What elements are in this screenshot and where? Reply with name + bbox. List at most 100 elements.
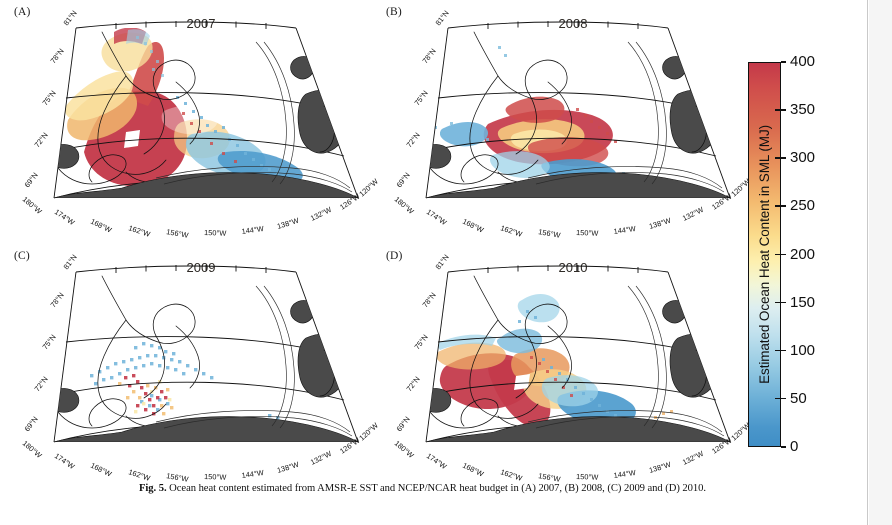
svg-text:120°W: 120°W [357,177,378,199]
panel-title: 2009 [186,260,216,275]
svg-text:75°N: 75°N [412,333,429,352]
svg-text:138°W: 138°W [648,216,672,231]
tick-mark-inner [775,157,780,159]
svg-text:75°N: 75°N [412,89,429,108]
svg-text:69°N: 69°N [22,415,39,434]
tick-mark [781,109,786,111]
panel-title: 2007 [186,16,216,31]
tick-label: 50 [790,389,807,407]
tick-mark-inner [775,205,780,207]
svg-text:168°W: 168°W [461,461,485,479]
svg-text:78°N: 78°N [48,47,65,66]
svg-text:162°W: 162°W [499,467,523,482]
panel-letter: (D) [386,250,403,262]
map-plot-2007: 81°N 78°N 75°N 72°N 69°N 180°W 174°W 168… [21,9,378,240]
svg-text:120°W: 120°W [357,421,378,443]
heat-content-field [90,342,280,420]
svg-text:150°W: 150°W [576,472,599,482]
svg-text:78°N: 78°N [420,47,437,66]
svg-text:138°W: 138°W [276,216,300,231]
svg-text:72°N: 72°N [32,131,49,150]
svg-text:132°W: 132°W [681,205,705,223]
tick-label: 150 [790,293,816,311]
svg-text:72°N: 72°N [404,131,421,150]
tick-label: 100 [790,341,816,359]
caption-figure-number: Fig. 5. [138,483,167,494]
svg-text:138°W: 138°W [648,460,672,475]
tick-mark-inner [775,109,780,111]
tick-mark [781,205,786,207]
svg-text:174°W: 174°W [425,207,449,227]
tick-mark [781,61,786,63]
colorbar: Estimated Ocean Heat Content in SML (MJ)… [748,53,858,455]
svg-text:156°W: 156°W [538,227,562,240]
tick-mark-inner [775,397,780,400]
svg-text:81°N: 81°N [61,253,78,272]
coastlines [54,31,358,198]
svg-text:168°W: 168°W [461,217,485,235]
svg-text:138°W: 138°W [276,460,300,475]
svg-text:168°W: 168°W [89,217,113,235]
panel-a-2007: (A) 2007 [6,2,378,242]
map-plot-2010: 81°N 78°N 75°N 72°N 69°N 180°W 174°W 168… [393,253,750,484]
svg-text:144°W: 144°W [613,224,636,236]
panel-c-2009: (C) 2009 [6,246,378,486]
svg-text:174°W: 174°W [425,451,449,471]
svg-text:69°N: 69°N [22,171,39,190]
svg-text:132°W: 132°W [681,449,705,467]
svg-text:168°W: 168°W [89,461,113,479]
svg-text:72°N: 72°N [404,375,421,394]
svg-text:180°W: 180°W [21,439,44,460]
svg-text:75°N: 75°N [40,333,57,352]
svg-text:132°W: 132°W [309,205,333,223]
map-plot-2009: 81°N 78°N 75°N 72°N 69°N 180°W 174°W 168… [21,253,378,484]
tick-mark [781,301,786,304]
svg-text:81°N: 81°N [433,9,450,28]
panel-letter: (B) [386,6,402,18]
panel-letter: (C) [14,250,30,262]
svg-text:78°N: 78°N [420,291,437,310]
svg-text:156°W: 156°W [538,471,562,484]
svg-text:162°W: 162°W [127,223,151,238]
svg-text:144°W: 144°W [613,468,636,480]
figure-container: (A) 2007 [6,0,868,525]
tick-mark [781,446,786,448]
svg-text:156°W: 156°W [166,471,190,484]
svg-text:78°N: 78°N [48,291,65,310]
coastlines [54,275,358,442]
svg-text:156°W: 156°W [166,227,190,240]
heat-content-field [65,28,303,187]
svg-text:81°N: 81°N [433,253,450,272]
tick-mark-inner [775,349,780,352]
tick-mark [781,397,786,400]
tick-label: 400 [790,53,816,70]
svg-text:150°W: 150°W [204,472,227,482]
svg-text:180°W: 180°W [21,195,44,216]
panel-d-2010: (D) 2010 [378,246,750,486]
svg-text:180°W: 180°W [393,439,416,460]
tick-label: 200 [790,245,816,263]
tick-label: 0 [790,438,799,455]
svg-text:144°W: 144°W [241,224,264,236]
tick-mark [781,349,786,352]
heat-content-field [435,294,673,427]
svg-text:81°N: 81°N [61,9,78,28]
svg-text:174°W: 174°W [53,451,77,471]
tick-mark [781,157,786,159]
panel-b-2008: (B) 2008 [378,2,750,242]
tick-label: 350 [790,101,816,119]
map-plot-2008: 81°N 78°N 75°N 72°N 69°N 180°W 174°W 168… [393,9,750,240]
svg-text:120°W: 120°W [729,421,750,443]
tick-mark-inner [775,253,780,255]
svg-text:162°W: 162°W [499,223,523,238]
svg-text:132°W: 132°W [309,449,333,467]
page-gutter [869,0,892,525]
svg-text:150°W: 150°W [204,228,227,238]
panel-letter: (A) [14,6,31,18]
panel-title: 2010 [558,260,588,275]
svg-text:69°N: 69°N [394,171,411,190]
tick-mark-inner [775,301,780,304]
svg-text:144°W: 144°W [241,468,264,480]
svg-text:174°W: 174°W [53,207,77,227]
svg-text:69°N: 69°N [394,415,411,434]
